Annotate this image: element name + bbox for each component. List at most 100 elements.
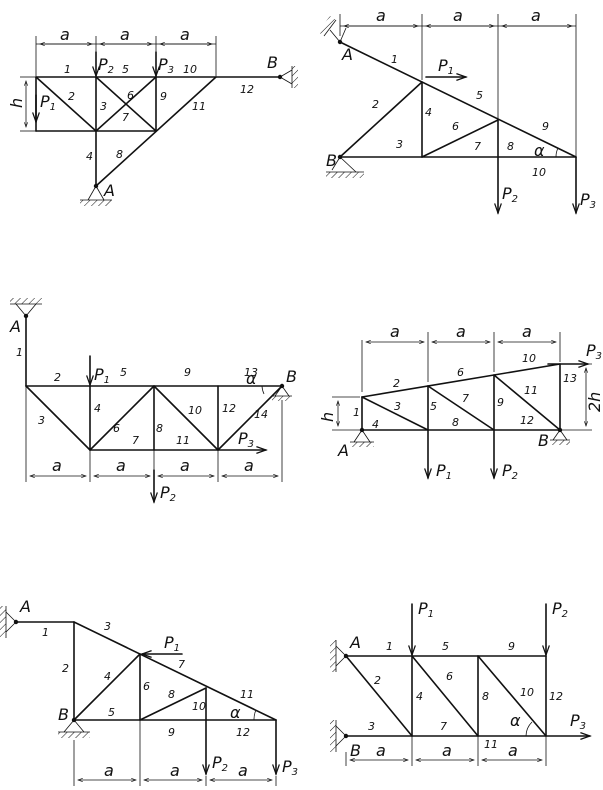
load-label-p3: P3 [238,429,254,450]
angle-alpha: α [510,711,521,730]
support-label-a: A [337,441,349,460]
dim-h: h [318,412,337,422]
member-label: 6 [143,680,150,693]
member-label: 11 [484,738,498,751]
member-label: 1 [391,53,398,66]
member-label: 10 [183,63,197,76]
member-label: 6 [127,89,134,102]
support-label-a: A [9,317,21,336]
member-label: 6 [113,422,120,435]
dim-a-2: a [116,456,126,475]
pin-support [350,427,374,447]
support-label-a: A [19,597,31,616]
member-label: 2 [374,674,381,687]
member-label: 13 [244,366,258,379]
load-label-p3: P3 [570,711,586,732]
truss-panel-5: A B P1 P2 P3 α a a a 1 2 3 4 [0,597,298,786]
member-label: 10 [188,404,202,417]
member-label: 7 [440,720,447,733]
dim-a-2: a [170,761,180,780]
member-label: 8 [156,422,163,435]
member-label: 8 [482,690,489,703]
member-label: 10 [192,700,206,713]
support-label-b: B [58,705,69,724]
dim-a-4: a [244,456,254,475]
member-label: 11 [192,100,206,113]
roller-support [272,383,292,401]
member-label: 9 [508,640,515,653]
member-label: 9 [168,726,175,739]
member-label: 12 [222,402,236,415]
dim-a-2: a [120,25,130,44]
member-label: 5 [108,706,115,719]
pin-support [330,720,349,752]
load-label-p3: P3 [580,190,596,211]
dim-2h: 2h [585,392,603,412]
member-label: 10 [532,166,546,179]
truss-members [361,363,561,431]
truss-panel-6: A B P1 P2 P3 α a a a 1 2 3 4 [330,599,592,766]
member-label: 10 [522,352,536,365]
member-label: 7 [474,140,481,153]
dim-a-3: a [522,322,532,341]
member-label: 4 [416,690,423,703]
member-label: 3 [394,400,401,413]
member-label: 2 [68,90,75,103]
dimension-line [35,36,217,76]
truss-panel-3: A B P1 P2 P3 α a a a a 1 [9,298,297,504]
support-label-b: B [326,151,337,170]
member-label: 6 [446,670,453,683]
member-label: 9 [497,396,504,409]
member-label: 7 [178,658,185,671]
dim-a-1: a [104,761,114,780]
member-label: 3 [38,414,45,427]
member-label: 8 [116,148,123,161]
member-label: 5 [476,89,483,102]
support-label-a: A [103,181,115,200]
truss-members [339,41,577,158]
angle-alpha: α [230,703,241,722]
support-label-a: A [341,45,353,64]
member-label: 5 [122,63,129,76]
member-label: 3 [368,720,375,733]
pin-support [0,606,19,638]
member-label: 2 [54,371,61,384]
load-label-p1: P1 [418,599,434,620]
member-label: 12 [520,414,534,427]
pin-support [330,640,349,672]
member-label: 1 [353,406,360,419]
member-label: 11 [524,384,538,397]
truss-panel-4: a a a h 2h A [318,322,603,482]
support-label-b: B [267,53,278,72]
member-label: 9 [542,120,549,133]
dim-a-3: a [238,761,248,780]
member-label: 13 [563,372,577,385]
member-label: 6 [457,366,464,379]
dim-a-2: a [442,741,452,760]
member-label: 2 [372,98,379,111]
member-label: 3 [100,100,107,113]
member-label: 11 [176,434,190,447]
member-label: 7 [462,392,469,405]
dim-a-3: a [180,25,190,44]
dim-a-3: a [508,741,518,760]
member-label: 2 [62,662,69,675]
member-label: 14 [254,408,268,421]
member-label: 5 [430,400,437,413]
member-label: 3 [104,620,111,633]
dim-a-3: a [180,456,190,475]
member-label: 7 [132,434,139,447]
member-label: 12 [240,83,254,96]
load-label-p2: P2 [212,753,228,774]
dim-a-1: a [390,322,400,341]
roller-support [550,427,570,445]
member-label: 8 [452,416,459,429]
pin-support [58,717,90,738]
load-label-p2: P2 [502,184,518,205]
dim-h: h [7,98,26,108]
load-label-p2: P2 [98,55,114,76]
member-label: 8 [168,688,175,701]
member-label: 11 [240,688,254,701]
load-label-p1: P1 [40,92,56,113]
